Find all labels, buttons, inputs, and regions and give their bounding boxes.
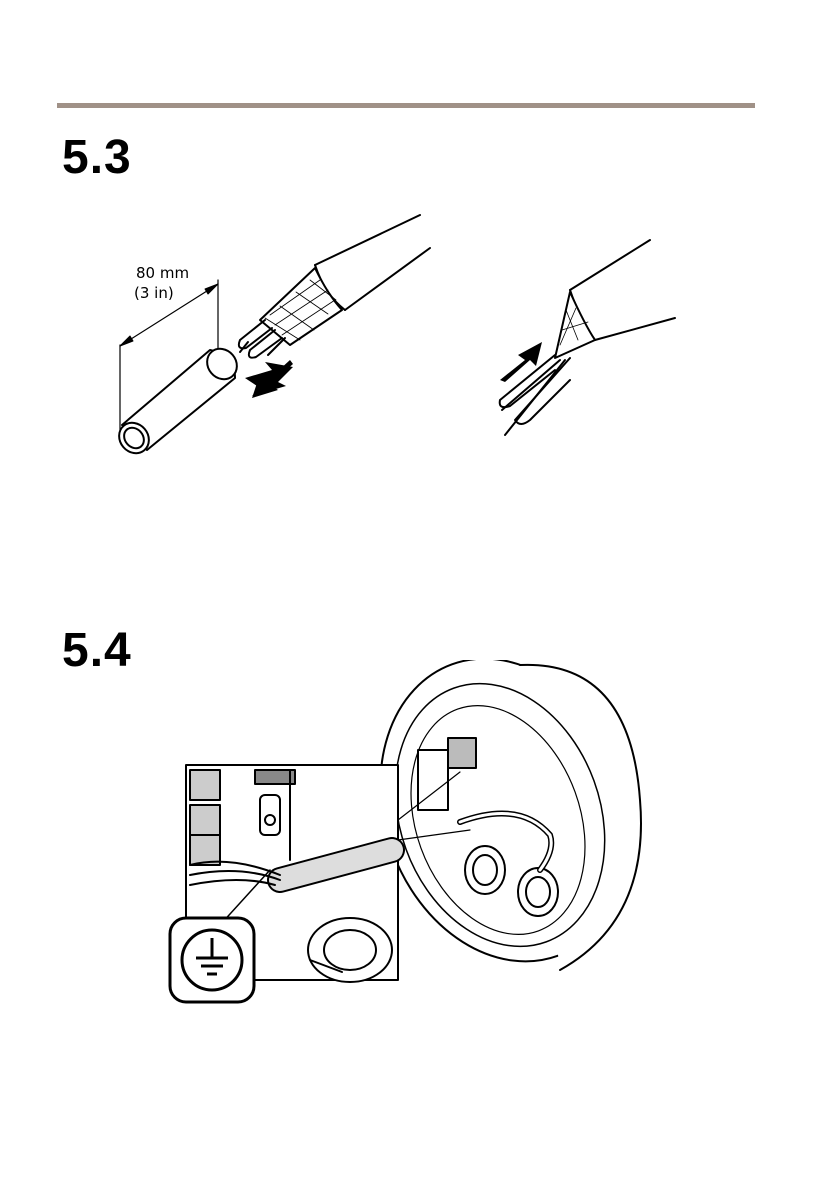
junction-box-grounding-illustration (160, 660, 680, 1010)
dimension-mm-label: 80 mm (136, 264, 189, 282)
step-number-5-3: 5.3 (62, 134, 132, 182)
cable-strip-illustration: 80 mm (3 in) (100, 210, 700, 470)
protective-earth-ground-icon (170, 918, 254, 1002)
section-rule (57, 103, 755, 108)
dimension-in-label: (3 in) (134, 284, 174, 302)
step-number-5-4: 5.4 (62, 627, 132, 675)
